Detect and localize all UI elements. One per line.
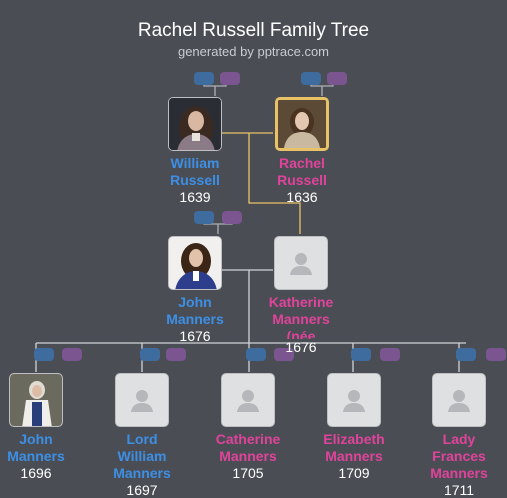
person-first-name: William: [170, 155, 220, 171]
person-katherine-manners[interactable]: Katherine Manners (née 1676: [251, 236, 351, 355]
parent-pill-female[interactable]: [327, 72, 347, 85]
person-first-name: Lady: [442, 431, 476, 447]
person-catherine-manners[interactable]: Catherine Manners 1705: [198, 373, 298, 481]
parent-pill-female[interactable]: [274, 348, 294, 361]
person-last-name: Russell: [170, 172, 220, 188]
parent-pill-male[interactable]: [140, 348, 160, 361]
person-birth-year: 1711: [443, 482, 475, 498]
parent-pill-female[interactable]: [62, 348, 82, 361]
parent-pill-male[interactable]: [246, 348, 266, 361]
portrait-photo: [275, 97, 329, 151]
parent-pill-female[interactable]: [166, 348, 186, 361]
page-title: Rachel Russell Family Tree: [137, 20, 370, 41]
person-first-name: Catherine: [215, 431, 281, 447]
person-birth-year: 1709: [338, 465, 370, 481]
person-lady-frances-manners[interactable]: Lady Frances Manners 1711: [409, 373, 507, 498]
parent-pill-male[interactable]: [351, 348, 371, 361]
person-john-manners-1696[interactable]: John Manners 1696: [0, 373, 86, 481]
person-last-name: Manners: [325, 448, 383, 464]
person-first-name: Lord: [126, 431, 158, 447]
person-middle-name: William: [117, 448, 167, 464]
person-rachel-russell[interactable]: Rachel Russell 1636: [252, 97, 352, 205]
placeholder-avatar-icon: [274, 236, 328, 290]
person-john-manners-1676[interactable]: John Manners 1676: [145, 236, 245, 344]
person-birth-year: 1676: [179, 328, 211, 344]
portrait-photo: [168, 97, 222, 151]
person-last-name: Russell: [277, 172, 327, 188]
person-last-name: Manners: [7, 448, 65, 464]
person-lord-william-manners[interactable]: Lord William Manners 1697: [92, 373, 192, 498]
person-first-name: John: [178, 294, 212, 310]
person-middle-name: Frances: [432, 448, 486, 464]
connector-rachel-to-katherine: [248, 133, 301, 234]
parent-pill-female[interactable]: [222, 211, 242, 224]
person-birth-year: 1639: [179, 189, 211, 205]
person-birth-year: 1696: [20, 465, 52, 481]
person-william-russell[interactable]: William Russell 1639: [145, 97, 245, 205]
person-last-name: Manners: [113, 465, 171, 481]
parent-pill-male[interactable]: [194, 211, 214, 224]
parent-pill-male[interactable]: [456, 348, 476, 361]
parent-pill-male[interactable]: [194, 72, 214, 85]
parent-pill-female[interactable]: [486, 348, 506, 361]
person-first-name: Elizabeth: [323, 431, 385, 447]
person-birth-year: 1676: [285, 339, 317, 355]
person-last-name: Manners: [219, 448, 277, 464]
person-first-name: Katherine: [268, 294, 334, 310]
person-first-name: Rachel: [279, 155, 325, 171]
placeholder-avatar-icon: [115, 373, 169, 427]
portrait-photo: [9, 373, 63, 427]
person-last-name: Manners: [166, 311, 224, 327]
person-last-name: Manners: [430, 465, 488, 481]
person-maiden-note: (née: [286, 328, 316, 339]
placeholder-avatar-icon: [327, 373, 381, 427]
placeholder-avatar-icon: [432, 373, 486, 427]
parent-pill-male[interactable]: [34, 348, 54, 361]
person-first-name: John: [19, 431, 53, 447]
portrait-photo: [168, 236, 222, 290]
placeholder-avatar-icon: [221, 373, 275, 427]
person-last-name: Manners: [272, 311, 330, 327]
parent-pill-female[interactable]: [380, 348, 400, 361]
parent-pill-male[interactable]: [301, 72, 321, 85]
page-subtitle: generated by pptrace.com: [177, 44, 330, 59]
person-birth-year: 1705: [232, 465, 264, 481]
person-birth-year: 1697: [126, 482, 158, 498]
person-elizabeth-manners[interactable]: Elizabeth Manners 1709: [304, 373, 404, 481]
person-birth-year: 1636: [286, 189, 318, 205]
parent-pill-female[interactable]: [220, 72, 240, 85]
